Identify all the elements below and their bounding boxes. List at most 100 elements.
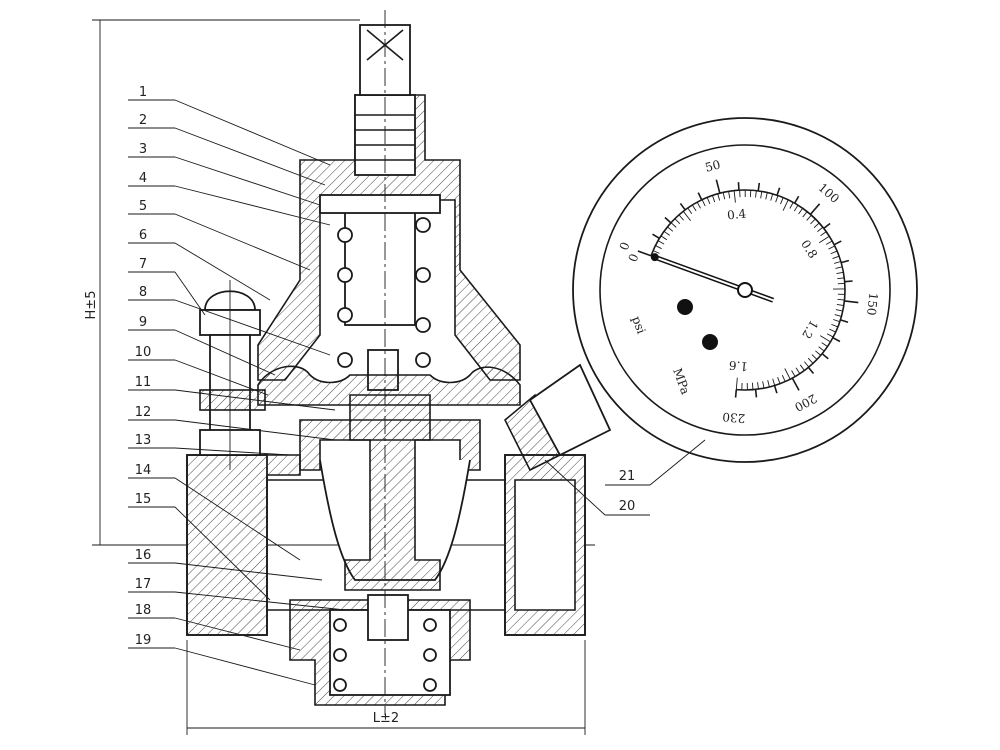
psi-tick — [776, 187, 781, 196]
mpa-tick-label: 1.6 — [728, 358, 748, 374]
psi-tick-label: 50 — [704, 157, 722, 174]
part-number-1: 1 — [139, 85, 147, 100]
part-number-9: 9 — [139, 315, 147, 330]
psi-tick — [844, 280, 853, 283]
mpa-tick — [819, 335, 831, 343]
psi-tick — [715, 179, 721, 194]
psi-tick — [773, 385, 778, 394]
mpa-tick — [811, 354, 818, 360]
mpa-tick — [722, 192, 726, 200]
part-number-2: 2 — [139, 113, 147, 128]
mpa-tick — [660, 235, 668, 241]
mpa-tick — [678, 214, 684, 221]
mpa-tick — [795, 367, 801, 374]
psi-tick-label: 0 — [617, 240, 633, 252]
mpa-tick — [691, 204, 697, 212]
mpa-tick — [837, 298, 845, 301]
psi-tick — [791, 377, 800, 391]
mpa-tick — [835, 266, 843, 269]
mpa-tick — [728, 191, 731, 199]
psi-tick — [679, 202, 686, 211]
psi-tick — [664, 216, 672, 224]
part-number-11: 11 — [135, 375, 152, 390]
psi-tick — [637, 250, 652, 257]
part-number-21: 21 — [619, 469, 636, 484]
mpa-tick — [682, 211, 692, 222]
mpa-tick — [770, 193, 774, 201]
height-label: H±5 — [84, 291, 99, 320]
psi-tick — [793, 195, 800, 204]
psi-tick — [697, 192, 703, 201]
mpa-tick — [757, 382, 759, 390]
part-number-3: 3 — [139, 142, 147, 157]
mpa-tick — [834, 261, 841, 264]
mpa-tick — [789, 202, 794, 209]
mpa-tick — [806, 214, 812, 221]
mpa-tick — [751, 382, 754, 390]
part-number-20: 20 — [619, 499, 636, 514]
mpa-tick — [832, 255, 840, 259]
mpa-tick — [830, 250, 838, 255]
gauge-psi-unit: psi — [629, 314, 648, 336]
mpa-tick — [817, 226, 824, 232]
length-label: L±2 — [373, 711, 399, 726]
mpa-tick — [825, 240, 833, 245]
part-number-15: 15 — [135, 492, 152, 507]
mpa-tick — [652, 250, 660, 254]
mpa-tick — [717, 193, 721, 201]
mpa-tick — [765, 192, 768, 200]
psi-tick — [734, 389, 738, 398]
mpa-tick — [836, 271, 844, 274]
mpa-tick — [798, 208, 803, 215]
mpa-tick — [696, 201, 701, 209]
part-number-12: 12 — [135, 405, 152, 420]
part-number-18: 18 — [135, 603, 152, 618]
mpa-tick — [813, 222, 820, 229]
mpa-tick — [793, 204, 799, 212]
mpa-tick — [782, 199, 789, 211]
psi-tick — [757, 182, 761, 191]
mpa-tick — [755, 190, 757, 198]
mpa-tick — [687, 207, 693, 215]
mpa-tick — [712, 195, 716, 203]
part-number-14: 14 — [135, 463, 152, 478]
mpa-tick — [820, 231, 827, 237]
valve-body — [186, 10, 612, 715]
psi-tick-label: 150 — [864, 292, 880, 316]
mpa-tick — [784, 368, 791, 380]
mpa-tick — [834, 314, 842, 317]
zero-label: 0 — [626, 252, 642, 264]
mpa-tick — [821, 342, 828, 347]
psi-tick — [754, 389, 758, 398]
mpa-tick — [835, 309, 843, 312]
part-number-6: 6 — [139, 228, 147, 243]
psi-tick — [833, 240, 842, 246]
mpa-tick — [818, 235, 830, 244]
mpa-tick — [791, 370, 796, 377]
mpa-tick — [802, 211, 808, 218]
mpa-tick — [667, 226, 674, 232]
mpa-tick — [735, 377, 738, 390]
psi-tick — [821, 353, 829, 360]
part-number-19: 19 — [135, 633, 152, 648]
mpa-tick — [807, 357, 814, 364]
mpa-tick — [701, 199, 706, 207]
mpa-tick — [657, 240, 665, 245]
mpa-tick — [803, 361, 810, 368]
mpa-tick — [826, 333, 834, 338]
part-number-17: 17 — [135, 577, 152, 592]
mpa-tick — [833, 319, 840, 323]
psi-tick — [840, 319, 849, 324]
mpa-tick — [762, 381, 765, 389]
screw-icon — [702, 334, 718, 350]
psi-tick — [823, 222, 831, 230]
mpa-tick-label: 0.4 — [726, 206, 747, 222]
needle-pivot — [737, 282, 753, 298]
mpa-tick — [663, 230, 670, 236]
mpa-tick — [733, 190, 736, 203]
part-number-4: 4 — [139, 171, 147, 186]
mpa-tick — [810, 218, 816, 225]
psi-tick — [832, 336, 841, 343]
